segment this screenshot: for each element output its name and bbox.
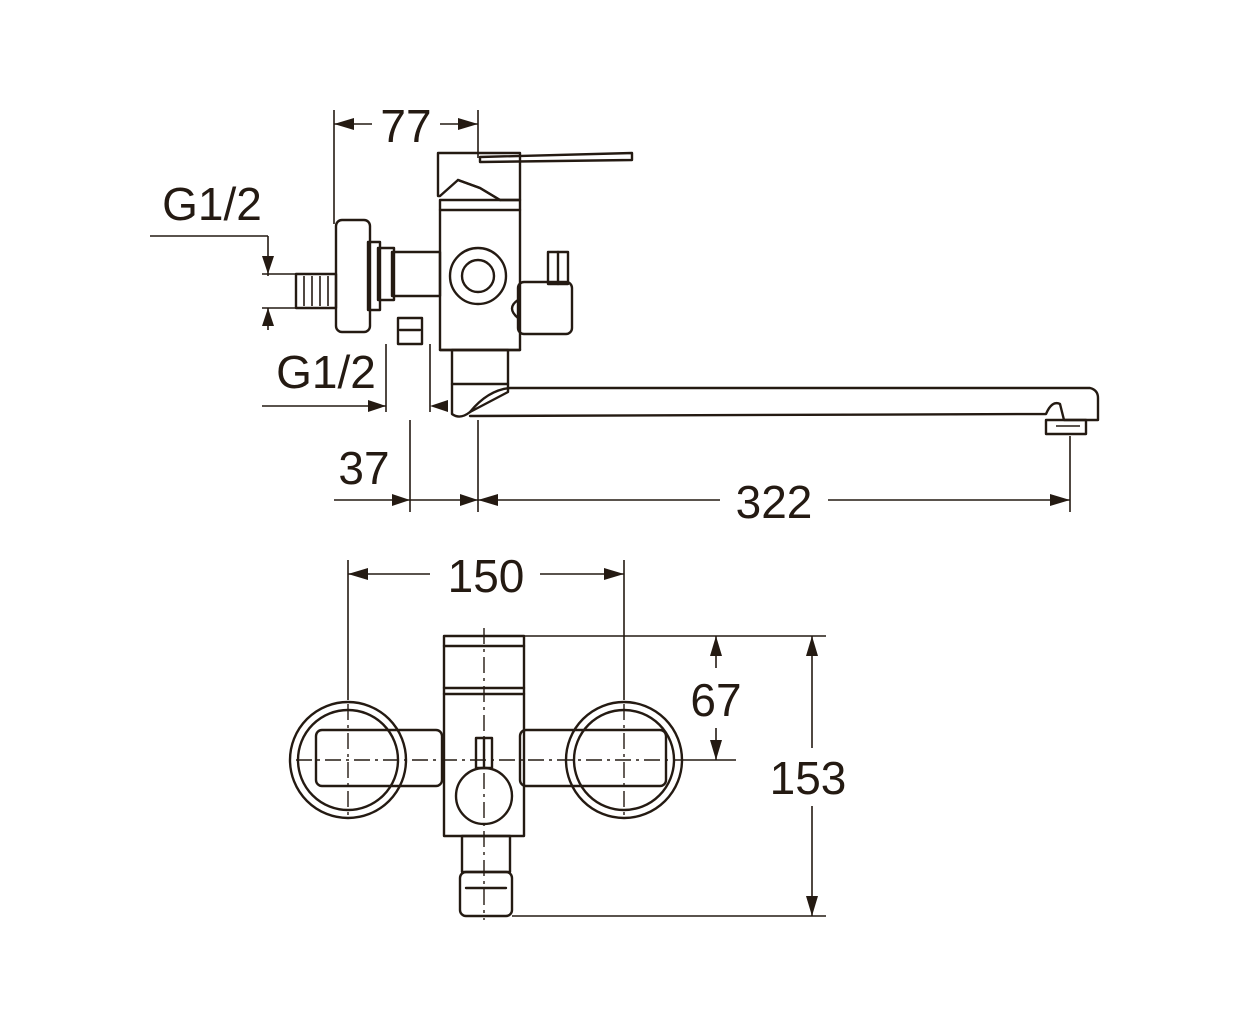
dim-67-text: 67: [690, 674, 741, 726]
side-view: 77 G1/2 G1/2 37 322: [150, 100, 1100, 528]
front-dimension-lines: [348, 568, 818, 916]
side-dimension-lines: [262, 118, 1070, 506]
dim-77-text: 77: [380, 100, 431, 152]
diverter-knob: [510, 250, 574, 336]
right-connector: [518, 728, 668, 788]
front-view: 150 67 153: [288, 550, 847, 920]
dim-37-text: 37: [338, 442, 389, 494]
lever-handle: [436, 151, 634, 202]
front-center-lines: [296, 628, 676, 920]
dim-153-text: 153: [770, 752, 847, 804]
front-extension-lines: [347, 560, 826, 917]
dim-g12-top-text: G1/2: [162, 178, 262, 230]
eccentric-connector: [294, 218, 442, 346]
dim-150-text: 150: [448, 550, 525, 602]
dim-g12-bottom-text: G1/2: [276, 346, 376, 398]
dim-322-text: 322: [736, 476, 813, 528]
spout: [468, 386, 1100, 436]
side-extension-lines: [150, 110, 1071, 512]
left-connector: [314, 728, 444, 788]
front-spout-outlet: [458, 834, 514, 918]
mixer-body: [438, 198, 522, 418]
